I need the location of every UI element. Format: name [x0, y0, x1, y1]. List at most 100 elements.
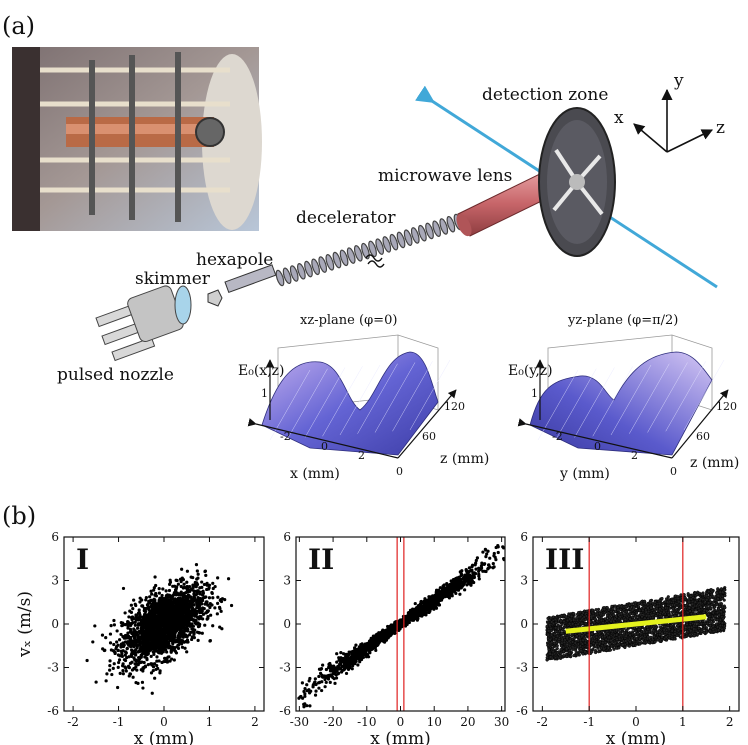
scatter-point — [430, 597, 434, 601]
scatter-point — [342, 667, 347, 671]
scatter-point — [146, 651, 150, 655]
scatter-point — [161, 640, 165, 644]
scatter-point — [173, 604, 177, 608]
scatter-point — [323, 685, 327, 689]
scatter-point — [104, 679, 108, 683]
scatter-point — [433, 598, 437, 603]
scatter-point — [159, 596, 163, 600]
scatter-point — [131, 632, 135, 636]
scatter-point — [144, 625, 148, 630]
scatter-point — [196, 638, 200, 643]
scatter-point — [158, 625, 163, 629]
scatter-point — [144, 598, 148, 602]
surface-mesh-line — [683, 359, 725, 431]
scatter-point — [341, 656, 345, 661]
scatter-point — [211, 624, 215, 628]
y-tick-label: 6 — [51, 530, 59, 544]
decelerator-coil-loop — [446, 215, 456, 233]
scatter-point — [121, 664, 125, 668]
scatter-point — [347, 662, 351, 666]
x-tick-label: -2 — [67, 715, 79, 729]
panel-a-label: (a) — [2, 12, 35, 40]
scatter-point — [405, 622, 409, 626]
scatter-point — [150, 598, 154, 602]
decelerator-coil-loop — [296, 263, 306, 280]
decelerator-coil-loop — [396, 231, 406, 249]
scatter-point — [170, 634, 175, 638]
scatter-point — [164, 597, 168, 601]
scatter-point — [133, 623, 137, 627]
scatter-point — [165, 645, 169, 649]
scatter-point — [164, 589, 168, 593]
scatter-point — [297, 696, 301, 700]
scatter-point — [426, 607, 430, 611]
y-tick-label: 6 — [283, 530, 291, 544]
scatter-point — [128, 672, 133, 676]
scatter-point — [149, 671, 154, 675]
scatter-point — [119, 649, 123, 653]
scatter-point — [147, 608, 151, 612]
scatter-point — [147, 640, 151, 644]
scatter-point — [302, 705, 306, 709]
scatter-point — [339, 651, 343, 655]
scatter-point — [477, 569, 481, 573]
scatter-point — [473, 571, 478, 576]
scatter-point — [369, 642, 374, 646]
scatter-point — [313, 693, 318, 697]
scatter-point — [135, 631, 139, 635]
scatter-point — [419, 601, 424, 605]
scatter-point — [211, 581, 215, 585]
scatter-point — [308, 704, 312, 708]
surface-mesh-line — [374, 362, 416, 433]
scatter-point — [128, 661, 133, 665]
scatter-point — [123, 611, 127, 615]
scatter-point — [309, 689, 313, 693]
surface-xz-z-label: z (mm) — [440, 451, 489, 467]
scatter-point — [149, 654, 153, 658]
scatter-point — [353, 654, 357, 658]
surface-yz-vertical-label: E₀(y,z) — [508, 363, 553, 379]
scatter-point — [418, 612, 422, 617]
scatter-point — [153, 575, 157, 579]
scatter-point — [485, 552, 489, 556]
scatter-point — [184, 591, 188, 595]
decelerator-coil-loop — [339, 249, 349, 267]
scatter-point — [458, 592, 462, 596]
scatter-point — [411, 616, 415, 620]
scatter-point — [112, 623, 116, 627]
scatter-point — [152, 586, 156, 590]
scatter-point — [219, 609, 223, 613]
scatter-point — [190, 606, 195, 610]
scatter-point — [136, 681, 140, 685]
scatter-point — [178, 596, 182, 600]
scatter-point — [143, 664, 148, 668]
scatter-point — [190, 596, 194, 601]
scatter-point — [358, 660, 362, 664]
scatter-point — [314, 689, 318, 693]
scatter-point — [155, 630, 160, 634]
surface-mesh-line — [592, 366, 633, 437]
y-tick-label: -3 — [47, 661, 59, 675]
scatter-point — [109, 624, 113, 628]
scatter-point — [424, 613, 428, 617]
decelerator-coil-loop — [418, 224, 427, 242]
scatter-point — [130, 639, 134, 643]
scatter-point — [441, 589, 445, 593]
scatter-point — [317, 667, 322, 671]
scatter-point — [146, 663, 150, 667]
scatter-point — [459, 577, 463, 581]
label-pulsed-nozzle: pulsed nozzle — [57, 365, 174, 385]
x-axis-label: x (mm) — [134, 729, 195, 745]
scatter-point — [104, 635, 108, 640]
scatter-point — [218, 606, 222, 611]
scatter-point — [329, 664, 333, 668]
scatter-point — [195, 615, 199, 619]
scatter-point — [442, 583, 446, 587]
scatter-point — [169, 598, 173, 602]
scatter-point — [171, 601, 175, 605]
scatter-point — [140, 635, 144, 639]
scatter-point — [393, 631, 397, 635]
scatter-point — [167, 655, 171, 659]
